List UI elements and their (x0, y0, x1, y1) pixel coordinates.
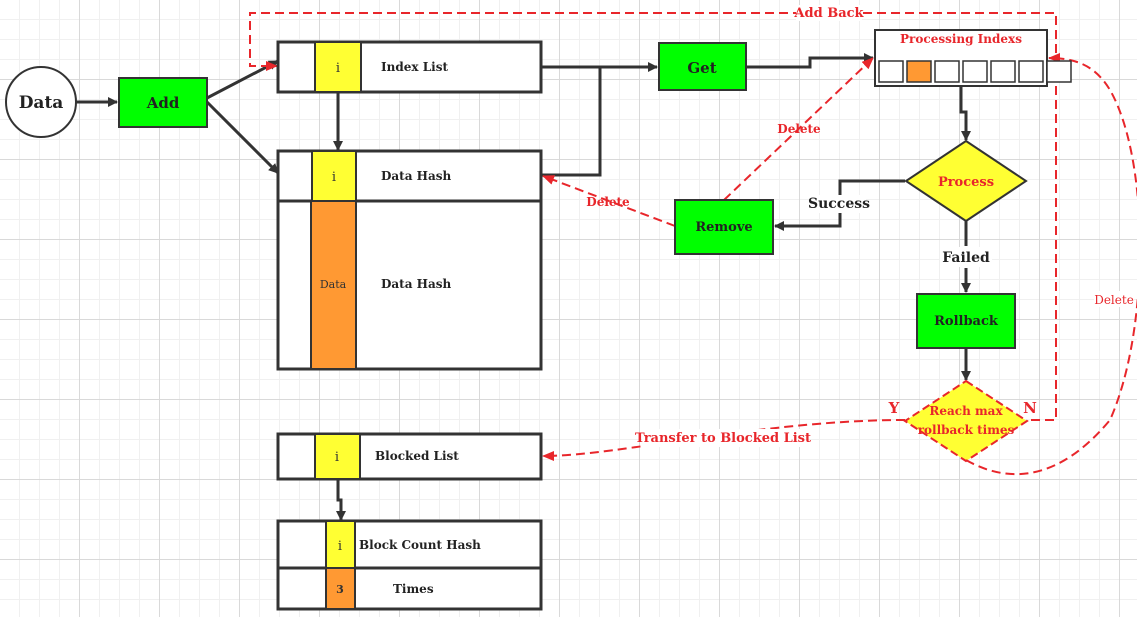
block-count-hash[interactable]: i Block Count Hash 3 Times (276, 519, 543, 611)
index-list-label: Index List (381, 60, 448, 74)
edge-add-back (249, 12, 1057, 421)
processing-slot (934, 60, 960, 83)
blocked-list-key: i (335, 450, 339, 465)
edge-remove-delete-hash (542, 175, 676, 227)
processing-slot (906, 60, 932, 83)
data-node-label: Data (19, 93, 64, 113)
yes-label: Y (888, 399, 900, 417)
edge-labels: Add Back Delete Delete Success Failed Y … (586, 5, 1134, 447)
blocked-list-label: Blocked List (375, 449, 459, 463)
edge-delete-right (965, 53, 1137, 476)
rollback-node-label: Rollback (934, 314, 999, 329)
edge-blocked-to-count (336, 479, 346, 521)
data-hash-value: Data (320, 278, 347, 291)
reach-max-line1: Reach max (929, 404, 1003, 418)
transfer-label: Transfer to Blocked List (635, 431, 811, 446)
rollback-node[interactable]: Rollback (916, 293, 1016, 349)
processing-slot (990, 60, 1016, 83)
reach-max-line2: rollback times (918, 423, 1015, 437)
data-node[interactable]: Data (5, 66, 77, 138)
processing-slot (1046, 60, 1072, 83)
get-node-label: Get (687, 59, 716, 77)
edge-transfer-blocked (542, 419, 906, 461)
index-list-key: i (336, 61, 340, 76)
data-hash-label: Data Hash (381, 169, 452, 183)
add-node[interactable]: Add (118, 77, 208, 128)
delete-label-hash: Delete (586, 195, 630, 209)
data-hash[interactable]: i Data Hash Data Data Hash (276, 149, 543, 371)
block-count-value-label: Times (393, 582, 434, 596)
dashed-edges (249, 12, 1137, 476)
processing-slot (962, 60, 988, 83)
process-node[interactable]: Process (904, 139, 1028, 223)
processing-slots (878, 60, 1072, 83)
success-label: Success (808, 196, 870, 212)
edge-data-hash-to-get (541, 67, 602, 177)
edge-add-to-data-hash (205, 100, 280, 175)
get-node[interactable]: Get (658, 42, 747, 91)
block-count-label: Block Count Hash (359, 538, 481, 552)
delete-label-right: Delete (1094, 293, 1134, 307)
block-count-key: i (338, 539, 342, 554)
processing-indexes-title: Processing Indexs (900, 32, 1022, 46)
blocked-list[interactable]: i Blocked List (276, 432, 543, 481)
edge-get-to-processing (746, 53, 874, 69)
processing-slot (1018, 60, 1044, 83)
data-hash-key: i (332, 170, 336, 185)
processing-slot (878, 60, 904, 83)
process-node-label: Process (938, 175, 994, 190)
delete-label-processing: Delete (777, 122, 821, 136)
edge-processing-to-process (959, 87, 971, 141)
failed-label: Failed (942, 250, 990, 266)
processing-indexes[interactable]: Processing Indexs (874, 29, 1072, 87)
add-back-label: Add Back (793, 6, 864, 21)
no-label: N (1023, 399, 1037, 417)
remove-node[interactable]: Remove (674, 199, 774, 255)
edge-remove-delete-processing (723, 57, 874, 201)
reach-max-node[interactable]: Reach max rollback times (903, 379, 1029, 463)
data-hash-value-label: Data Hash (381, 277, 452, 291)
index-list[interactable]: i Index List (276, 40, 543, 94)
remove-node-label: Remove (695, 220, 752, 235)
add-node-label: Add (146, 94, 180, 112)
block-count-value: 3 (336, 583, 344, 596)
